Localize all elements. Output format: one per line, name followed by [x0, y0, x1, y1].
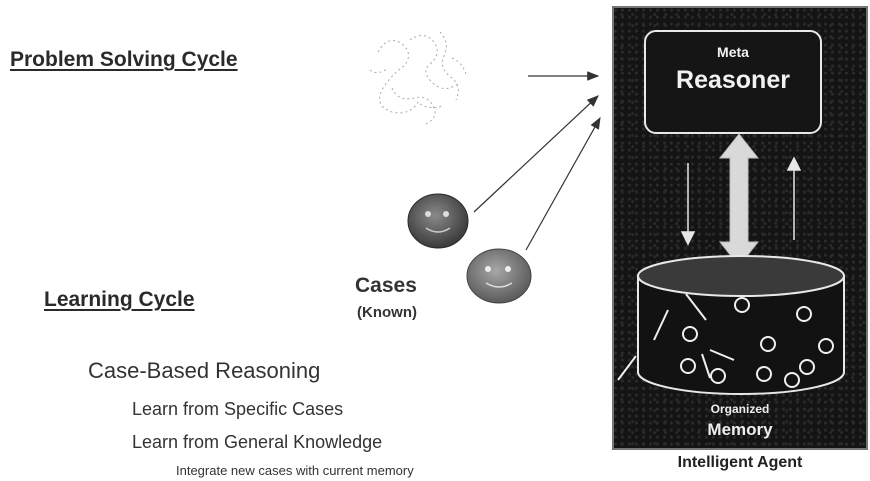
- cbr-title: Case-Based Reasoning: [88, 358, 321, 383]
- memory-cylinder: [637, 255, 845, 395]
- cases-sublabel: (Known): [357, 304, 417, 321]
- cbr-item-specific-cases: Learn from Specific Cases: [132, 399, 344, 419]
- meta-reasoner-label-line1: Meta: [717, 44, 749, 60]
- intelligent-agent-panel: Meta Reasoner: [612, 6, 868, 450]
- organized-memory-label-line2: Memory: [707, 420, 773, 439]
- memory-items: [617, 293, 834, 388]
- diagram-graphics: [369, 31, 601, 304]
- organized-memory-label-line1: Organized: [710, 402, 770, 416]
- meta-reasoner-box: Meta Reasoner: [644, 30, 822, 134]
- memory-diagram: [617, 133, 845, 395]
- case-disc-1: [407, 193, 469, 249]
- cases-label: Cases: [355, 274, 417, 297]
- new-problem-scribble: [369, 31, 467, 125]
- up-arrow: [786, 156, 802, 240]
- cbr-item-integrate-cases: Integrate new cases with current memory: [176, 463, 414, 478]
- case-arrow-2: [525, 116, 601, 251]
- down-arrow: [680, 163, 696, 246]
- learning-cycle-heading: Learning Cycle: [44, 288, 195, 311]
- problem-solving-cycle-heading: Problem Solving Cycle: [10, 48, 238, 71]
- case-disc-2: [466, 248, 532, 304]
- double-arrow: [718, 133, 760, 267]
- intelligent-agent-caption: Intelligent Agent: [677, 454, 803, 471]
- case-arrow-1: [473, 95, 599, 213]
- cbr-item-general-knowledge: Learn from General Knowledge: [132, 432, 383, 452]
- meta-reasoner-label-line2: Reasoner: [676, 66, 790, 94]
